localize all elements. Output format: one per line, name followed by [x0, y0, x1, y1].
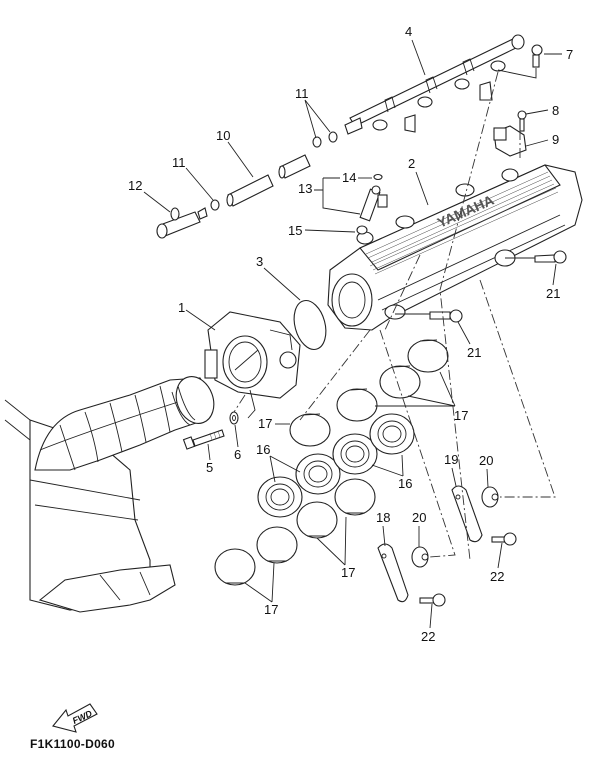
- o-ring-3: [293, 299, 327, 351]
- callout-11-right[interactable]: 11: [295, 86, 331, 139]
- air-intake-duct: [4, 376, 215, 613]
- damper-20-lower: [411, 546, 429, 568]
- callout-17-c[interactable]: 17: [316, 516, 355, 580]
- bolt-22-lower: [419, 593, 446, 607]
- fuel-rail: [344, 34, 525, 135]
- o-ring-14: [373, 173, 383, 181]
- clamps-17-lower: [214, 478, 376, 586]
- svg-text:21: 21: [467, 345, 481, 360]
- svg-text:2: 2: [408, 156, 415, 171]
- washer-6: [229, 411, 239, 425]
- bracket-19: [451, 485, 483, 543]
- svg-text:21: 21: [546, 286, 560, 301]
- callout-3[interactable]: 3: [256, 254, 301, 301]
- callout-11-left[interactable]: 11: [172, 155, 214, 201]
- svg-text:22: 22: [490, 569, 504, 584]
- svg-text:9: 9: [552, 132, 559, 147]
- callout-19[interactable]: 19: [444, 452, 458, 487]
- svg-text:6: 6: [234, 447, 241, 462]
- bracket-18: [377, 543, 409, 603]
- svg-text:13: 13: [298, 181, 312, 196]
- damper-20-upper: [481, 486, 499, 508]
- bolt-8: [517, 110, 527, 132]
- svg-text:8: 8: [552, 103, 559, 118]
- sensor-9: [493, 125, 527, 157]
- assembly-lines: [233, 71, 556, 561]
- svg-text:20: 20: [412, 510, 426, 525]
- svg-text:10: 10: [216, 128, 230, 143]
- callout-10[interactable]: 10: [216, 128, 254, 178]
- callouts: 1 2 3 4 5 6 7 8 9 10 11 11 12 13 14 15 1…: [128, 24, 573, 644]
- svg-text:20: 20: [479, 453, 493, 468]
- callout-13[interactable]: 13: [298, 177, 361, 215]
- svg-text:12: 12: [128, 178, 142, 193]
- callout-16-left[interactable]: 16: [256, 442, 301, 483]
- callout-17-a[interactable]: 17: [258, 416, 290, 431]
- bolt-21-upper: [505, 250, 567, 264]
- svg-text:17: 17: [454, 408, 468, 423]
- svg-text:4: 4: [405, 24, 412, 39]
- callout-20-lower[interactable]: 20: [412, 510, 426, 547]
- drawing-code: F1K1100-D060: [30, 737, 115, 751]
- callout-16-right[interactable]: 16: [371, 454, 412, 491]
- callout-1[interactable]: 1: [178, 300, 216, 331]
- clamps-17-upper: [289, 339, 449, 447]
- intake-joints-16: [257, 413, 415, 518]
- svg-text:3: 3: [256, 254, 263, 269]
- callout-8[interactable]: 8: [525, 103, 559, 118]
- injector-13: [359, 185, 388, 222]
- svg-text:16: 16: [256, 442, 270, 457]
- callout-17-d[interactable]: 17: [244, 562, 278, 617]
- callout-20-upper[interactable]: 20: [479, 453, 493, 488]
- callout-5[interactable]: 5: [206, 443, 213, 475]
- fuel-hose-joint-12: [156, 207, 208, 239]
- svg-text:17: 17: [264, 602, 278, 617]
- callout-17-b[interactable]: 17: [375, 371, 468, 423]
- bolt-22-upper: [491, 532, 517, 546]
- callout-18[interactable]: 18: [376, 510, 390, 547]
- callout-9[interactable]: 9: [525, 132, 559, 147]
- callout-4[interactable]: 4: [405, 24, 426, 76]
- callout-14[interactable]: 14: [342, 170, 372, 185]
- bolt-5: [182, 429, 225, 450]
- callout-21-lower[interactable]: 21: [457, 321, 481, 360]
- svg-text:16: 16: [398, 476, 412, 491]
- bolt-7: [497, 44, 543, 79]
- clamps-11: [210, 131, 338, 211]
- callout-12[interactable]: 12: [128, 178, 171, 213]
- callout-21-upper[interactable]: 21: [546, 263, 560, 301]
- fwd-arrow-icon: FWD: [52, 703, 98, 733]
- callout-22-lower[interactable]: 22: [421, 603, 435, 644]
- callout-2[interactable]: 2: [408, 156, 429, 206]
- svg-text:22: 22: [421, 629, 435, 644]
- throttle-body: [204, 311, 301, 419]
- svg-text:11: 11: [295, 86, 309, 101]
- bolt-21-lower: [395, 309, 463, 323]
- svg-text:19: 19: [444, 452, 458, 467]
- intake-manifold: YAMAHA: [327, 164, 583, 331]
- svg-text:7: 7: [566, 47, 573, 62]
- callout-6[interactable]: 6: [234, 424, 241, 462]
- callout-7[interactable]: 7: [544, 47, 573, 62]
- callout-15[interactable]: 15: [288, 223, 356, 238]
- svg-text:15: 15: [288, 223, 302, 238]
- fuel-hose-10: [226, 154, 311, 207]
- svg-text:5: 5: [206, 460, 213, 475]
- callout-22-upper[interactable]: 22: [490, 542, 504, 584]
- svg-text:17: 17: [341, 565, 355, 580]
- svg-text:14: 14: [342, 170, 356, 185]
- svg-text:1: 1: [178, 300, 185, 315]
- svg-text:17: 17: [258, 416, 272, 431]
- seal-15: [356, 225, 368, 235]
- svg-text:18: 18: [376, 510, 390, 525]
- svg-text:11: 11: [172, 155, 186, 170]
